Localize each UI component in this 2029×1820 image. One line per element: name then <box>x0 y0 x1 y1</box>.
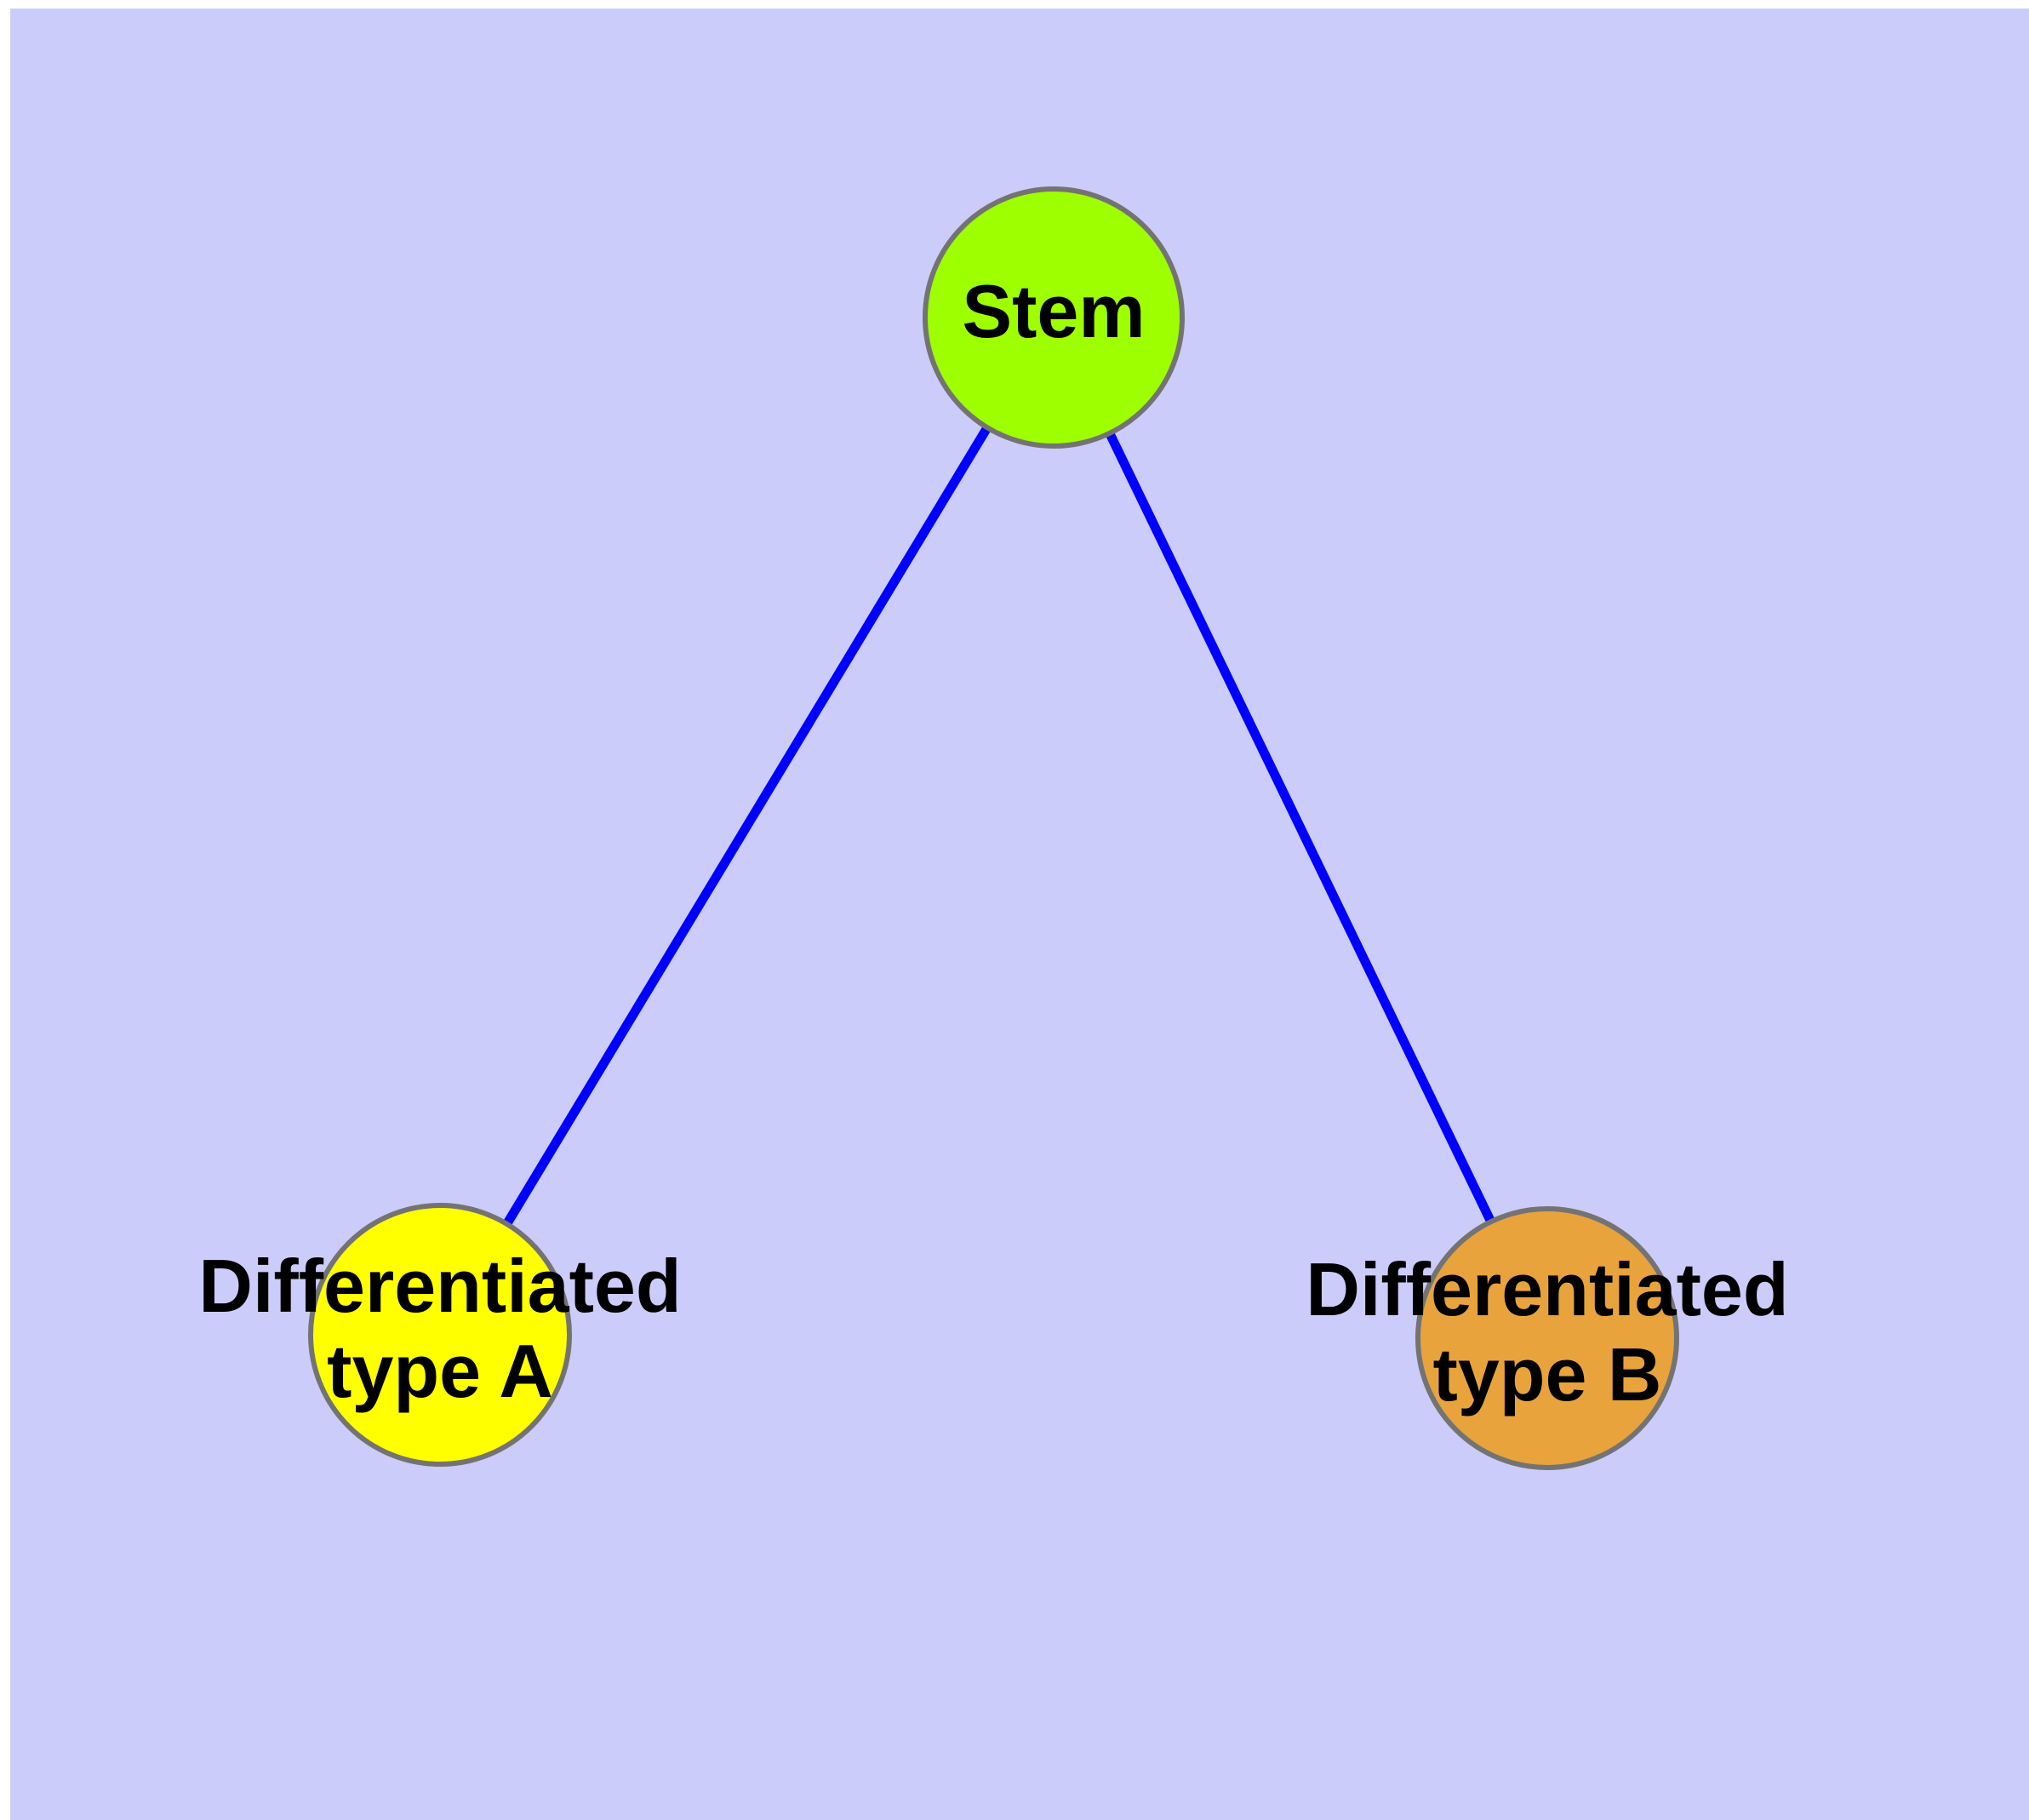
graph-node-label-stem: Stem <box>962 269 1145 353</box>
graph-node-label-line: type B <box>1433 1332 1662 1417</box>
edge-layer <box>436 315 1552 1341</box>
graph-node-label-line: Stem <box>962 269 1145 353</box>
graph-node-diff-b[interactable] <box>1415 1206 1679 1470</box>
graph-edge-stem-to-b[interactable] <box>1049 315 1552 1341</box>
graph-node-label-line: Differentiated <box>1306 1247 1788 1331</box>
graph-edge-stem-to-a[interactable] <box>436 315 1058 1337</box>
graph-node-label-line: type A <box>327 1329 553 1413</box>
graph-node-diff-a[interactable] <box>308 1203 572 1467</box>
node-layer <box>308 186 1679 1470</box>
graph-node-stem[interactable] <box>923 186 1185 449</box>
graph-node-label-line: Differentiated <box>198 1244 681 1328</box>
